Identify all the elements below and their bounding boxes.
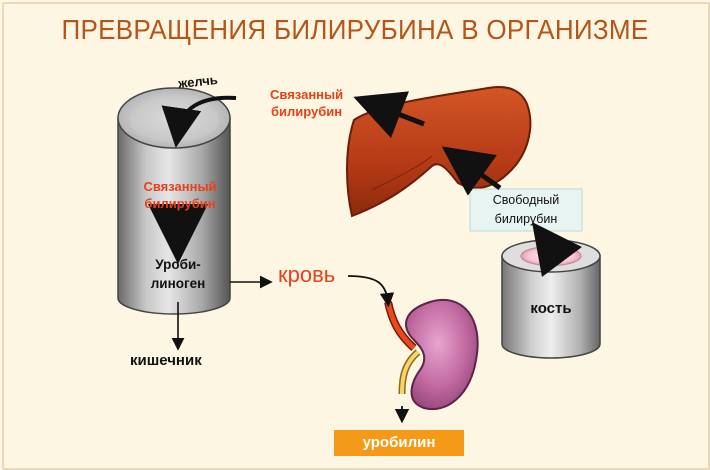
bound-bilirubin-label: Связанный билирубин (270, 86, 343, 120)
bound-bilirubin-line1: Связанный (270, 87, 344, 102)
page-title: ПРЕВРАЩЕНИЯ БИЛИРУБИНА В ОРГАНИЗМЕ (61, 14, 649, 45)
urobilin-label: уробилин (362, 434, 436, 451)
blood-to-kidney-arrow (347, 275, 395, 308)
bone-label: кость (530, 300, 572, 317)
blood-label: кровь (278, 262, 336, 287)
free-to-liver-arrow (441, 146, 502, 196)
free-bilirubin-label: Свободный билирубин (470, 191, 582, 229)
urobilinogen-label: Уроби- линоген (138, 255, 218, 293)
kidney-icon (405, 298, 479, 411)
arrows (148, 91, 582, 424)
bound-bilirubin-line2: билирубин (270, 104, 343, 119)
urobilinogen-line1: Уроби- (155, 257, 201, 272)
free-bilirubin-line2: билирубин (494, 212, 558, 226)
intestine-bound-bilirubin-label: Связанный билирубин (128, 178, 232, 212)
bone-to-free-arrow (532, 222, 582, 277)
urobilinogen-line2: линоген (150, 276, 206, 291)
urobilin-box (334, 430, 464, 456)
free-bilirubin-line1: Свободный (492, 193, 560, 207)
intestine-bound-line1: Связанный (143, 179, 217, 194)
intestine-bound-line2: билирубин (144, 196, 216, 211)
liver-to-bound-arrow (353, 91, 425, 139)
bone-cylinder-icon (501, 239, 601, 359)
bile-arrow (161, 95, 237, 148)
intestine-label: кишечник (130, 352, 202, 369)
